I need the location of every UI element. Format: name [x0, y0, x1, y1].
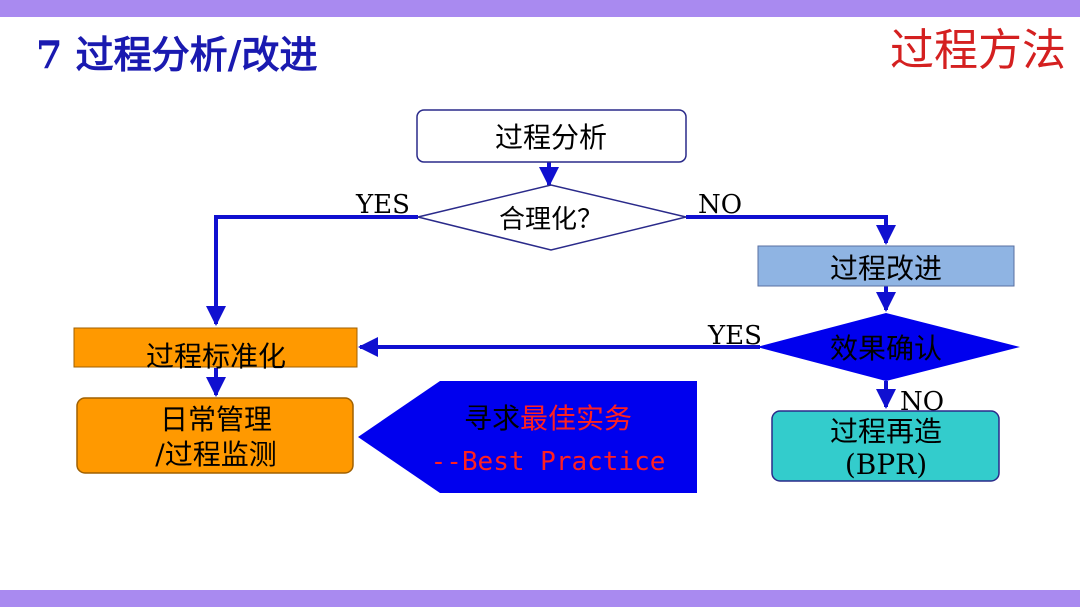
decision-yes-label: YES	[355, 190, 410, 220]
slide-title: 7 过程分析/改进	[36, 32, 318, 77]
daily-management-box: 日常管理 /过程监测	[76, 397, 354, 474]
best-practice-heading-black: 寻求	[464, 402, 520, 435]
arrow-decision-yes-to-standardize	[206, 215, 418, 326]
process-reengineering-label-line1: 过程再造	[830, 415, 942, 448]
rationalize-label: 合理化？	[499, 205, 603, 235]
arrow-decision-no-to-improve	[686, 215, 896, 245]
best-practice-callout: 寻求最佳实务 --Best Practice	[358, 381, 697, 493]
process-reengineering-label-line2: (BPR)	[845, 448, 927, 481]
best-practice-heading-red: 最佳实务	[520, 402, 632, 435]
process-standardization-label: 过程标准化	[146, 340, 286, 373]
process-improvement-label: 过程改进	[830, 252, 942, 285]
top-banner-bar	[0, 0, 1080, 17]
daily-management-label-line2: /过程监测	[155, 438, 276, 471]
best-practice-subtitle: --Best Practice	[431, 447, 666, 477]
bottom-banner-bar	[0, 590, 1080, 607]
decision-no-label: NO	[698, 190, 742, 220]
verify-yes-label: YES	[707, 321, 762, 351]
rationalize-decision: 合理化？	[417, 184, 687, 251]
daily-management-label-line1: 日常管理	[160, 403, 272, 436]
process-analysis-box: 过程分析	[416, 109, 687, 163]
best-practice-heading: 寻求最佳实务	[464, 402, 632, 435]
process-reengineering-box: 过程再造 (BPR)	[771, 410, 1000, 482]
process-standardization-box: 过程标准化	[73, 327, 358, 373]
verify-effect-label: 效果确认	[830, 332, 942, 365]
process-improvement-box: 过程改进	[757, 245, 1015, 287]
verify-effect-decision: 效果确认	[757, 313, 1020, 381]
process-analysis-label: 过程分析	[495, 121, 607, 154]
corner-title: 过程方法	[890, 25, 1066, 76]
